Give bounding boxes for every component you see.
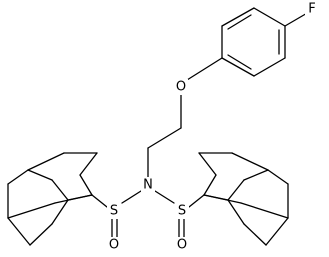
sulfinyl-oxygen-left-atom-label: O — [109, 238, 119, 253]
aryl-o-bond — [186, 57, 223, 81]
s-c-left-bond — [91, 194, 108, 208]
nitrogen-atom-label: N — [143, 178, 153, 193]
fluorine-atom-label: F — [308, 2, 315, 17]
sulfur-right-atom-label: S — [178, 204, 186, 219]
ch2-ch2-bond — [147, 127, 182, 149]
s-c-right-bond — [188, 194, 205, 208]
right-adamantyl-cage — [198, 152, 289, 246]
ether-oxygen-atom-label: O — [176, 80, 186, 95]
n-s-left-bond — [121, 190, 142, 204]
n-s-right-bond — [154, 190, 175, 204]
sulfur-left-atom-label: S — [110, 204, 118, 219]
sulfinyl-oxygen-right-atom-label: O — [177, 238, 187, 253]
fluorophenyl-ring — [221, 7, 286, 77]
left-adamantyl-cage — [7, 152, 98, 246]
atom-labels: F O N S S O O — [107, 1, 319, 253]
bonds — [7, 7, 310, 246]
